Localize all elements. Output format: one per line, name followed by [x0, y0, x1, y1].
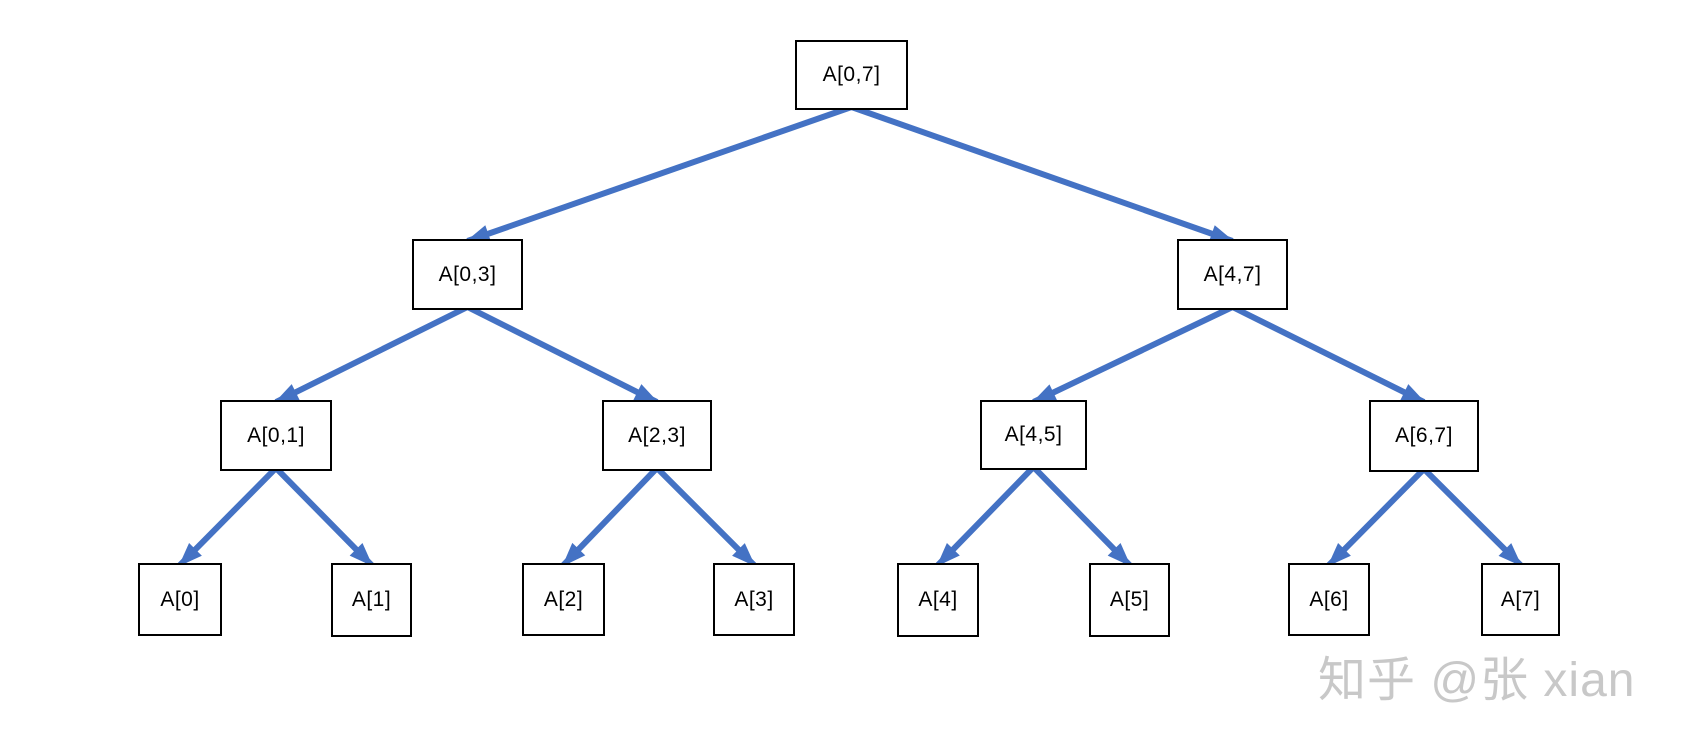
tree-edge-n67-l6	[1326, 466, 1427, 568]
tree-node-n45: A[4,5]	[980, 400, 1087, 470]
tree-node-n03: A[0,3]	[412, 239, 523, 310]
tree-node-l3: A[3]	[713, 563, 795, 636]
tree-edge-n47-n67	[1231, 304, 1426, 405]
tree-node-n67: A[6,7]	[1369, 400, 1479, 472]
zhihu-watermark: 知乎 @张 xian	[1318, 654, 1636, 707]
tree-node-l6: A[6]	[1288, 563, 1370, 636]
tree-edge-n01-l1	[273, 465, 374, 568]
tree-node-l5: A[5]	[1089, 563, 1170, 637]
tree-edge-n23-l3	[654, 465, 757, 568]
tree-edge-n45-l4	[935, 464, 1036, 568]
tree-node-n23: A[2,3]	[602, 400, 712, 471]
tree-node-l2: A[2]	[522, 563, 605, 636]
tree-edge-n07-n47	[850, 104, 1235, 244]
tree-node-n07: A[0,7]	[795, 40, 908, 110]
tree-node-l4: A[4]	[897, 563, 979, 637]
tree-node-l7: A[7]	[1481, 563, 1560, 636]
tree-edge-n07-n03	[465, 104, 853, 244]
tree-edge-n67-l7	[1421, 466, 1523, 568]
tree-edge-n03-n01	[274, 304, 469, 405]
tree-node-l0: A[0]	[138, 563, 222, 636]
tree-node-n47: A[4,7]	[1177, 239, 1288, 310]
tree-edge-n45-l5	[1031, 464, 1132, 568]
tree-node-n01: A[0,1]	[220, 400, 332, 471]
tree-edge-n47-n45	[1031, 304, 1234, 405]
tree-edge-n03-n23	[466, 304, 659, 405]
tree-node-l1: A[1]	[331, 563, 412, 637]
tree-edge-n01-l0	[177, 465, 279, 568]
tree-edge-n23-l2	[561, 465, 660, 568]
